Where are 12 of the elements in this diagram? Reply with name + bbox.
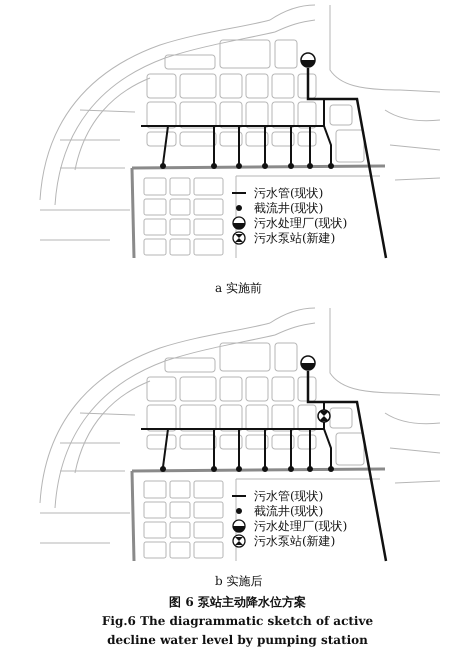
legend-text: 污水处理厂(现状)	[254, 519, 348, 533]
legend-text: 污水管(现状)	[254, 186, 324, 200]
legend-text: 截流井(现状)	[254, 504, 324, 518]
legend-text: 截流井(现状)	[254, 201, 324, 215]
figure-caption: Fig.6 The diagrammatic sketch of active decline water level by pumping station	[100, 613, 374, 649]
panel-label: b 实施后	[215, 573, 262, 590]
legend-text: 污水处理厂(现状)	[254, 216, 348, 230]
panel-label: a 实施前	[215, 280, 262, 297]
figure-title: 图 6 泵站主动降水位方案	[168, 594, 307, 611]
legend-text: 污水管(现状)	[254, 489, 324, 503]
legend-text: 污水泵站(新建)	[254, 231, 336, 245]
legend-text: 污水泵站(新建)	[254, 534, 336, 548]
